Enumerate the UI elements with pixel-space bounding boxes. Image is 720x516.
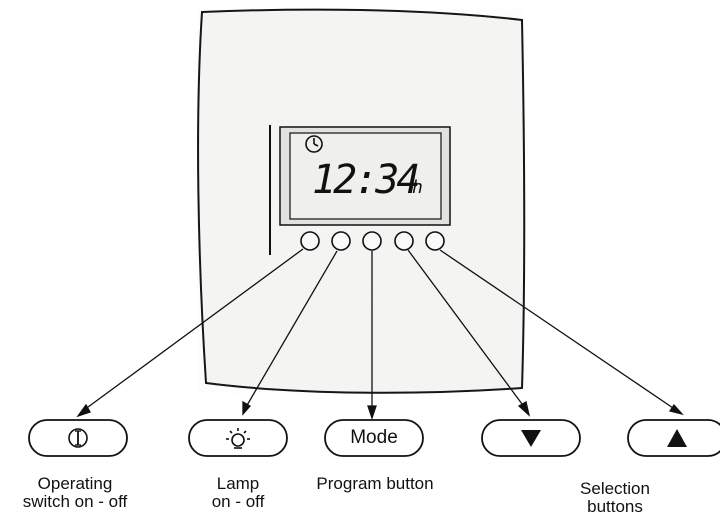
caption-lamp-line2: on - off (211, 492, 265, 511)
caption-program: Program button (295, 475, 455, 493)
leader-lines (76, 248, 684, 421)
power-switch-icon (68, 428, 88, 448)
triangle-up-icon (667, 429, 687, 447)
device-button-up[interactable] (425, 231, 445, 251)
callout-button-up[interactable] (627, 419, 720, 457)
mode-button-label: Mode (350, 427, 398, 448)
lcd-time: 12:34 (312, 157, 418, 203)
caption-selection: Selection buttons (550, 480, 680, 516)
device-button-operating[interactable] (300, 231, 320, 251)
triangle-down-icon (521, 430, 541, 447)
lcd-time-unit: h (412, 177, 423, 198)
lcd-display: 12:34 h (279, 126, 451, 226)
callout-button-mode[interactable] (324, 419, 424, 457)
clock-icon (305, 135, 323, 153)
callout-button-lamp[interactable] (188, 419, 288, 457)
callout-button-operating[interactable] (28, 419, 128, 457)
device-button-lamp[interactable] (331, 231, 351, 251)
caption-program-line1: Program button (316, 474, 434, 493)
device-button-down[interactable] (394, 231, 414, 251)
lamp-icon (226, 428, 250, 449)
caption-operating-line1: Operating (37, 474, 113, 493)
caption-selection-line1: Selection (580, 479, 650, 498)
device-button-mode[interactable] (362, 231, 382, 251)
caption-selection-line2: buttons (587, 497, 643, 516)
caption-lamp-line1: Lamp (216, 474, 260, 493)
caption-operating: Operating switch on - off (0, 475, 150, 511)
callout-button-down[interactable] (481, 419, 581, 457)
device-buttons (300, 231, 445, 251)
caption-operating-line2: switch on - off (22, 492, 128, 511)
caption-lamp: Lamp on - off (190, 475, 286, 511)
